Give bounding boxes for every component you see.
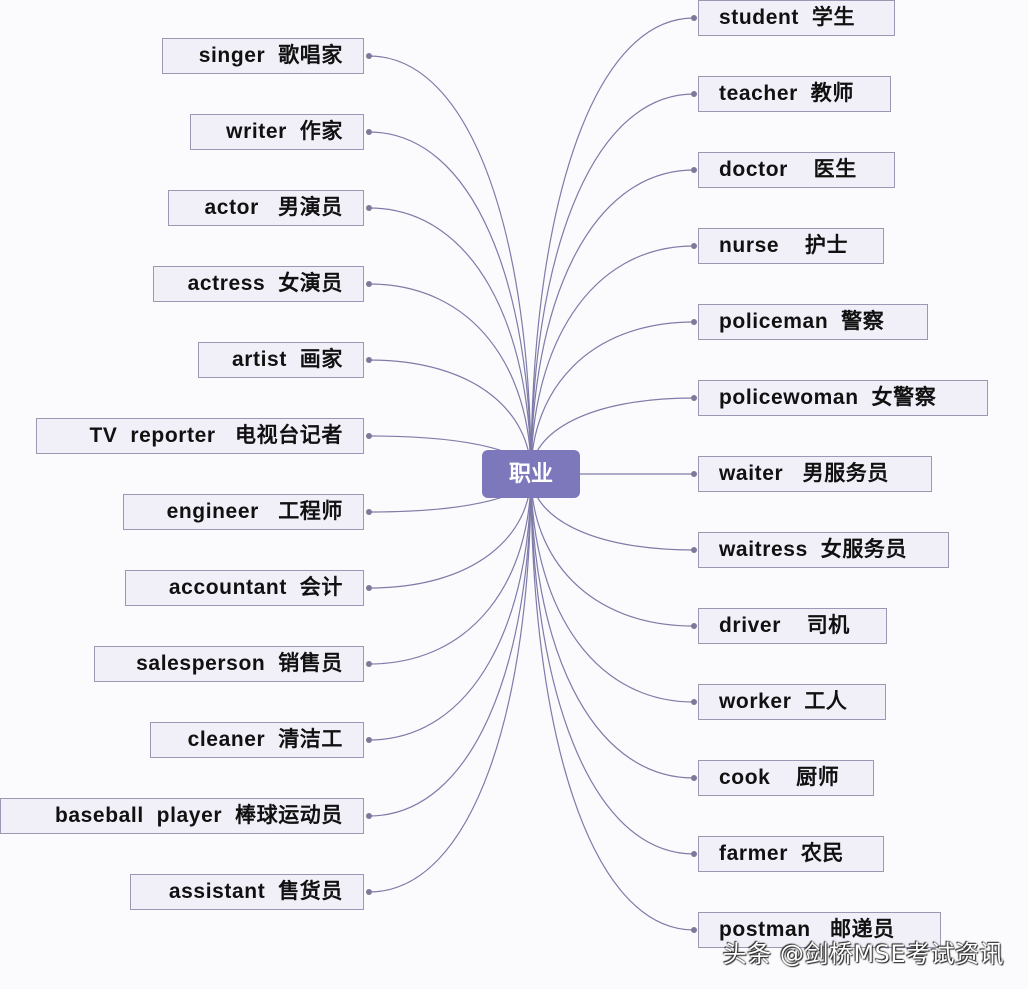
connector-dot bbox=[691, 319, 697, 325]
connector-dot bbox=[366, 737, 372, 743]
connector-dot bbox=[366, 661, 372, 667]
connector-node-actor bbox=[368, 207, 532, 475]
connector-node-salesperson bbox=[368, 473, 532, 665]
node-assistant[interactable]: assistant 售货员 bbox=[130, 874, 364, 910]
connector-dot bbox=[366, 205, 372, 211]
node-student[interactable]: student 学生 bbox=[698, 0, 895, 36]
node-postman[interactable]: postman 邮递员 bbox=[698, 912, 941, 948]
connector-dot bbox=[366, 53, 372, 59]
connector-dot bbox=[691, 547, 697, 553]
node-cook[interactable]: cook 厨师 bbox=[698, 760, 874, 796]
node-waiter[interactable]: waiter 男服务员 bbox=[698, 456, 932, 492]
node-accountant[interactable]: accountant 会计 bbox=[125, 570, 364, 606]
connector-node-doctor bbox=[530, 169, 695, 475]
node-cleaner[interactable]: cleaner 清洁工 bbox=[150, 722, 364, 758]
connector-dot bbox=[366, 129, 372, 135]
connector-dot bbox=[691, 623, 697, 629]
node-waitress[interactable]: waitress 女服务员 bbox=[698, 532, 949, 568]
node-policewoman[interactable]: policewoman 女警察 bbox=[698, 380, 988, 416]
connector-node-assistant bbox=[368, 473, 532, 893]
node-baseball-player[interactable]: baseball player 棒球运动员 bbox=[0, 798, 364, 834]
connector-node-singer bbox=[368, 55, 532, 475]
connector-node-worker bbox=[530, 473, 695, 703]
connector-dot bbox=[366, 813, 372, 819]
connector-dot bbox=[691, 699, 697, 705]
node-tv-reporter[interactable]: TV reporter 电视台记者 bbox=[36, 418, 364, 454]
connector-dot bbox=[691, 395, 697, 401]
connector-dot bbox=[691, 167, 697, 173]
watermark: 头条 @剑桥MSE考试资讯 bbox=[722, 940, 1004, 968]
connector-dot bbox=[366, 509, 372, 515]
connector-dot bbox=[366, 433, 372, 439]
connector-node-student bbox=[530, 17, 695, 475]
node-artist[interactable]: artist 画家 bbox=[198, 342, 364, 378]
node-doctor[interactable]: doctor 医生 bbox=[698, 152, 895, 188]
node-singer[interactable]: singer 歌唱家 bbox=[162, 38, 364, 74]
connector-node-baseball-player bbox=[368, 473, 532, 817]
connector-dot bbox=[691, 91, 697, 97]
node-nurse[interactable]: nurse 护士 bbox=[698, 228, 884, 264]
node-teacher[interactable]: teacher 教师 bbox=[698, 76, 891, 112]
connector-dot bbox=[691, 851, 697, 857]
connector-node-writer bbox=[368, 131, 532, 475]
node-actor[interactable]: actor 男演员 bbox=[168, 190, 364, 226]
node-farmer[interactable]: farmer 农民 bbox=[698, 836, 884, 872]
connector-node-teacher bbox=[530, 93, 695, 475]
connector-dot bbox=[366, 281, 372, 287]
connector-node-farmer bbox=[530, 473, 695, 855]
connector-dot bbox=[691, 471, 697, 477]
connector-dot bbox=[691, 775, 697, 781]
connector-node-actress bbox=[368, 283, 532, 475]
connector-node-cleaner bbox=[368, 473, 532, 741]
connector-dot bbox=[691, 15, 697, 21]
connector-dot bbox=[366, 889, 372, 895]
node-salesperson[interactable]: salesperson 销售员 bbox=[94, 646, 364, 682]
connector-dot bbox=[691, 927, 697, 933]
node-worker[interactable]: worker 工人 bbox=[698, 684, 886, 720]
connector-dot bbox=[691, 243, 697, 249]
node-writer[interactable]: writer 作家 bbox=[190, 114, 364, 150]
center-node[interactable]: 职业 bbox=[482, 450, 580, 498]
connector-node-nurse bbox=[530, 245, 695, 475]
connector-node-postman bbox=[530, 473, 695, 931]
node-engineer[interactable]: engineer 工程师 bbox=[123, 494, 364, 530]
connector-dot bbox=[366, 357, 372, 363]
connector-node-cook bbox=[530, 473, 695, 779]
node-policeman[interactable]: policeman 警察 bbox=[698, 304, 928, 340]
node-actress[interactable]: actress 女演员 bbox=[153, 266, 364, 302]
node-driver[interactable]: driver 司机 bbox=[698, 608, 887, 644]
connector-dot bbox=[366, 585, 372, 591]
